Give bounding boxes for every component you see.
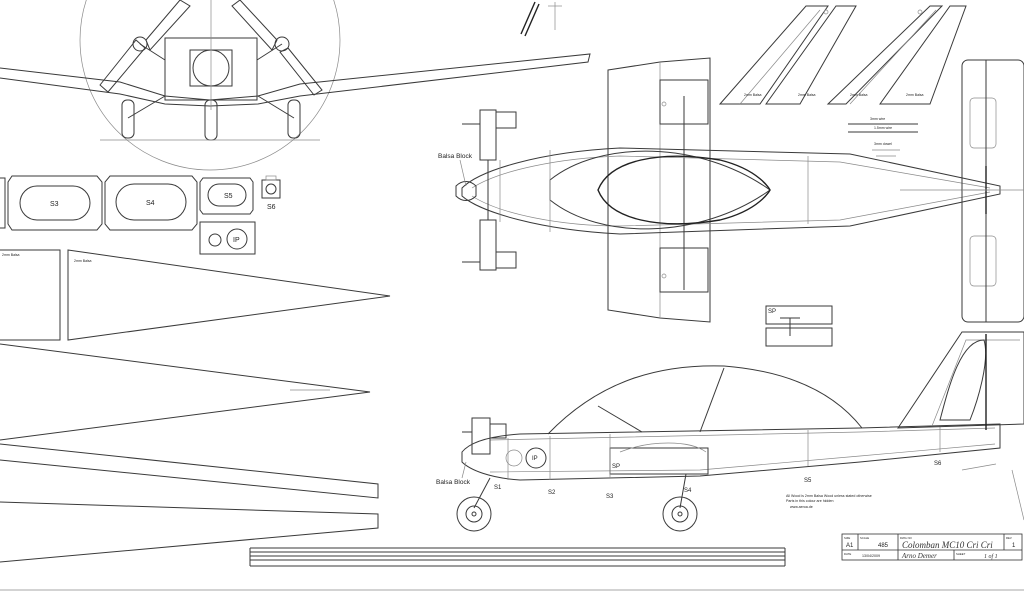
side-view: Balsa Block S1 S2 S3 S4 S5 S6 IP SP	[436, 331, 1024, 532]
dowel-note: 3mm dowel	[874, 142, 892, 146]
size-value: A1	[846, 543, 854, 549]
material-note: All Wood is 2mm Balsa Wood unless stated…	[786, 494, 872, 498]
small-part-top	[520, 1, 562, 37]
s2-label: S2	[548, 490, 556, 496]
former-label-s6: S6	[267, 204, 276, 211]
website-note: www.aeroa.de	[790, 505, 813, 509]
sheet-label: SHEET	[956, 552, 966, 556]
sp-label-side: SP	[612, 464, 620, 470]
formers-row: S3 S4 S5 S6 IP	[0, 175, 281, 255]
s3-label: S3	[606, 494, 614, 500]
s5-label: S5	[804, 478, 812, 484]
wing-note-1: 2mm Balsa	[2, 253, 20, 257]
drawing-title: Colomban MC10 Cri Cri	[902, 540, 993, 550]
balsa-block-label-side: Balsa Block	[436, 479, 471, 486]
ip-label-formers: IP	[233, 237, 240, 244]
tail-parts: 2mm Balsa 2mm Balsa 2mm Balsa 2mm Balsa …	[718, 5, 967, 157]
ip-label-side: IP	[532, 456, 538, 462]
dwg-label: DWG NO	[900, 536, 913, 540]
wire-note-1: 3mm wire	[870, 117, 885, 121]
s1-label: S1	[494, 485, 502, 491]
top-view: Balsa Block	[438, 57, 1024, 323]
author-name: Arno Demer	[901, 552, 937, 560]
tail-note-2: 2mm Balsa	[798, 93, 816, 97]
former-label-s5: S5	[224, 193, 233, 200]
tail-note-1: 2mm Balsa	[744, 93, 762, 97]
sp-label-parts: SP	[768, 309, 776, 315]
wing-plan-left: 2mm Balsa 2mm Balsa	[0, 249, 1024, 591]
former-label-s3: S3	[50, 201, 59, 208]
balsa-block-label-top: Balsa Block	[438, 153, 473, 160]
front-view	[0, 0, 591, 171]
tail-note-3: 2mm Balsa	[850, 93, 868, 97]
strip-set	[249, 547, 786, 567]
scale-value: 485	[878, 543, 889, 549]
rev-label: REV	[1006, 536, 1012, 540]
former-label-s4: S4	[146, 200, 155, 207]
s6-label: S6	[934, 461, 942, 467]
rev-value: 1	[1012, 543, 1016, 549]
date-label: DATE	[844, 552, 851, 556]
wing-note-2: 2mm Balsa	[74, 259, 92, 263]
s4-label: S4	[684, 488, 692, 494]
date-value: 13/04/2009	[862, 554, 880, 558]
title-block: SIZE A1 SCALE 485 DWG NO Colomban MC10 C…	[841, 533, 1023, 561]
notes: All Wood is 2mm Balsa Wood unless stated…	[786, 469, 1024, 521]
size-label: SIZE	[844, 536, 850, 540]
wire-note-2: 1.5mm wire	[874, 126, 892, 130]
scale-label: SCALE	[860, 536, 869, 540]
tail-note-4: 2mm Balsa	[906, 93, 924, 97]
sp-parts: SP	[765, 305, 833, 347]
colour-note: Parts in this colour are hidden	[786, 499, 834, 503]
sheet-value: 1 of 1	[984, 553, 998, 560]
